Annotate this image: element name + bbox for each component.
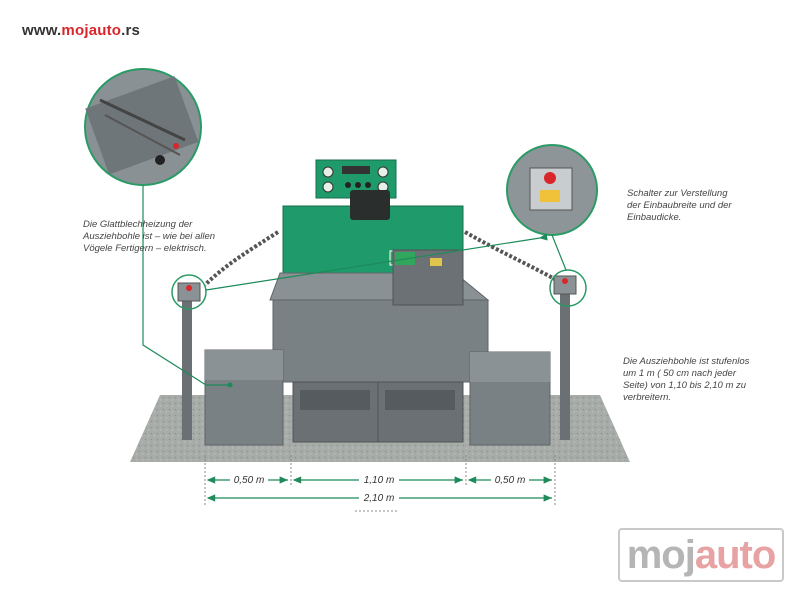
hydraulic-hose-left [203,230,280,287]
screed-hood [272,299,489,383]
seat-back [350,190,390,220]
annotation-switch-line: Einbaudicke. [627,212,682,223]
gauge-group [322,166,389,193]
dim-label-total: 2,10 m [363,493,395,504]
annotation-extend-line: Die Ausziehbohle ist stufenlos [623,356,750,367]
annotation-heating-line: Ausziehbohle ist – wie bei allen [83,231,216,242]
annotation-switch-line: Schalter zur Verstellung [627,188,728,199]
heating-detail-content [85,76,199,175]
annotation-extend: Die Ausziehbohle ist stufenlos um 1 m ( … [623,356,783,404]
site-url[interactable]: www.mojauto.rs [22,22,140,39]
callout-switch-left [171,274,207,310]
post-left [182,290,192,440]
switch-box-right [553,275,577,295]
watermark-part1: moj [626,532,696,577]
annotation-switch-line: der Einbaubreite und der [627,200,732,211]
annotation-heating-line: Die Glattblechheizung der [83,219,193,230]
switch-detail-content [529,167,573,211]
annotation-switch: Schalter zur Verstellung der Einbaubreit… [627,188,777,224]
annotation-heating: Die Glattblechheizung der Ausziehbohle i… [83,219,243,255]
watermark-part2: auto [694,532,776,577]
leader-heating [142,185,230,386]
leader-switch-left [205,233,548,291]
annotation-heating-line: Vögele Fertigern – elektrisch. [83,243,207,254]
switch-box-left [177,282,201,302]
leader-switch-right [551,234,567,271]
site-url-suffix: .rs [121,22,141,39]
site-url-prefix: www. [22,22,62,39]
annotation-extend-line: um 1 m ( 50 cm nach jeder [623,368,736,379]
annotation-extend-line: verbreitern. [623,392,672,403]
dim-label-right: 0,50 m [495,475,526,486]
post-right [560,290,570,440]
hydraulic-hose-right [464,230,561,284]
dim-label-left: 0,50 m [234,475,265,486]
site-url-brand: mojauto [61,22,122,39]
dim-label-center: 1,10 m [364,475,395,486]
annotation-extend-line: Seite) von 1,10 bis 2,10 m zu [623,380,747,391]
dimension-ticks [204,455,556,505]
callout-switch-right [549,269,587,307]
warning-decal [430,258,442,266]
